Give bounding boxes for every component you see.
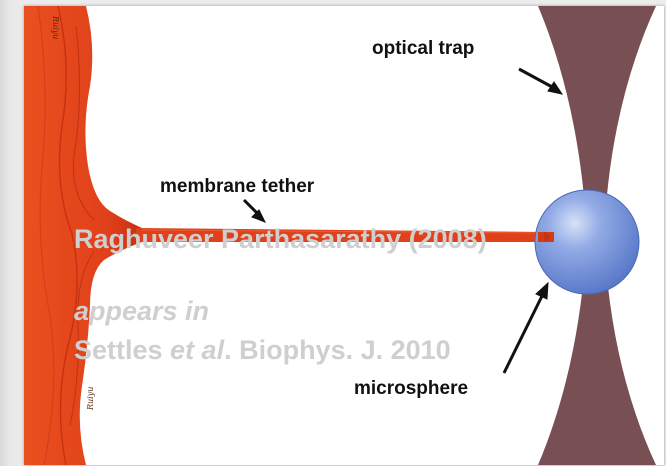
arrow-microsphere bbox=[504, 283, 548, 373]
figure-panel: Raghuveer Parthasarathy (2008) appears i… bbox=[24, 6, 664, 465]
watermark-citation: Settles et al. Biophys. J. 2010 bbox=[74, 335, 451, 366]
label-microsphere: microsphere bbox=[354, 378, 468, 400]
artist-signature: Ruiyu bbox=[86, 387, 95, 410]
arrow-optical-trap bbox=[519, 69, 562, 94]
label-membrane-tether: membrane tether bbox=[160, 176, 314, 198]
label-optical-trap: optical trap bbox=[372, 38, 474, 60]
arrow-membrane-tether bbox=[244, 200, 265, 222]
watermark-appears-in: appears in bbox=[74, 296, 209, 327]
artist-signature: Ruiyu bbox=[51, 16, 60, 39]
watermark-credit: Raghuveer Parthasarathy (2008) bbox=[74, 224, 487, 255]
